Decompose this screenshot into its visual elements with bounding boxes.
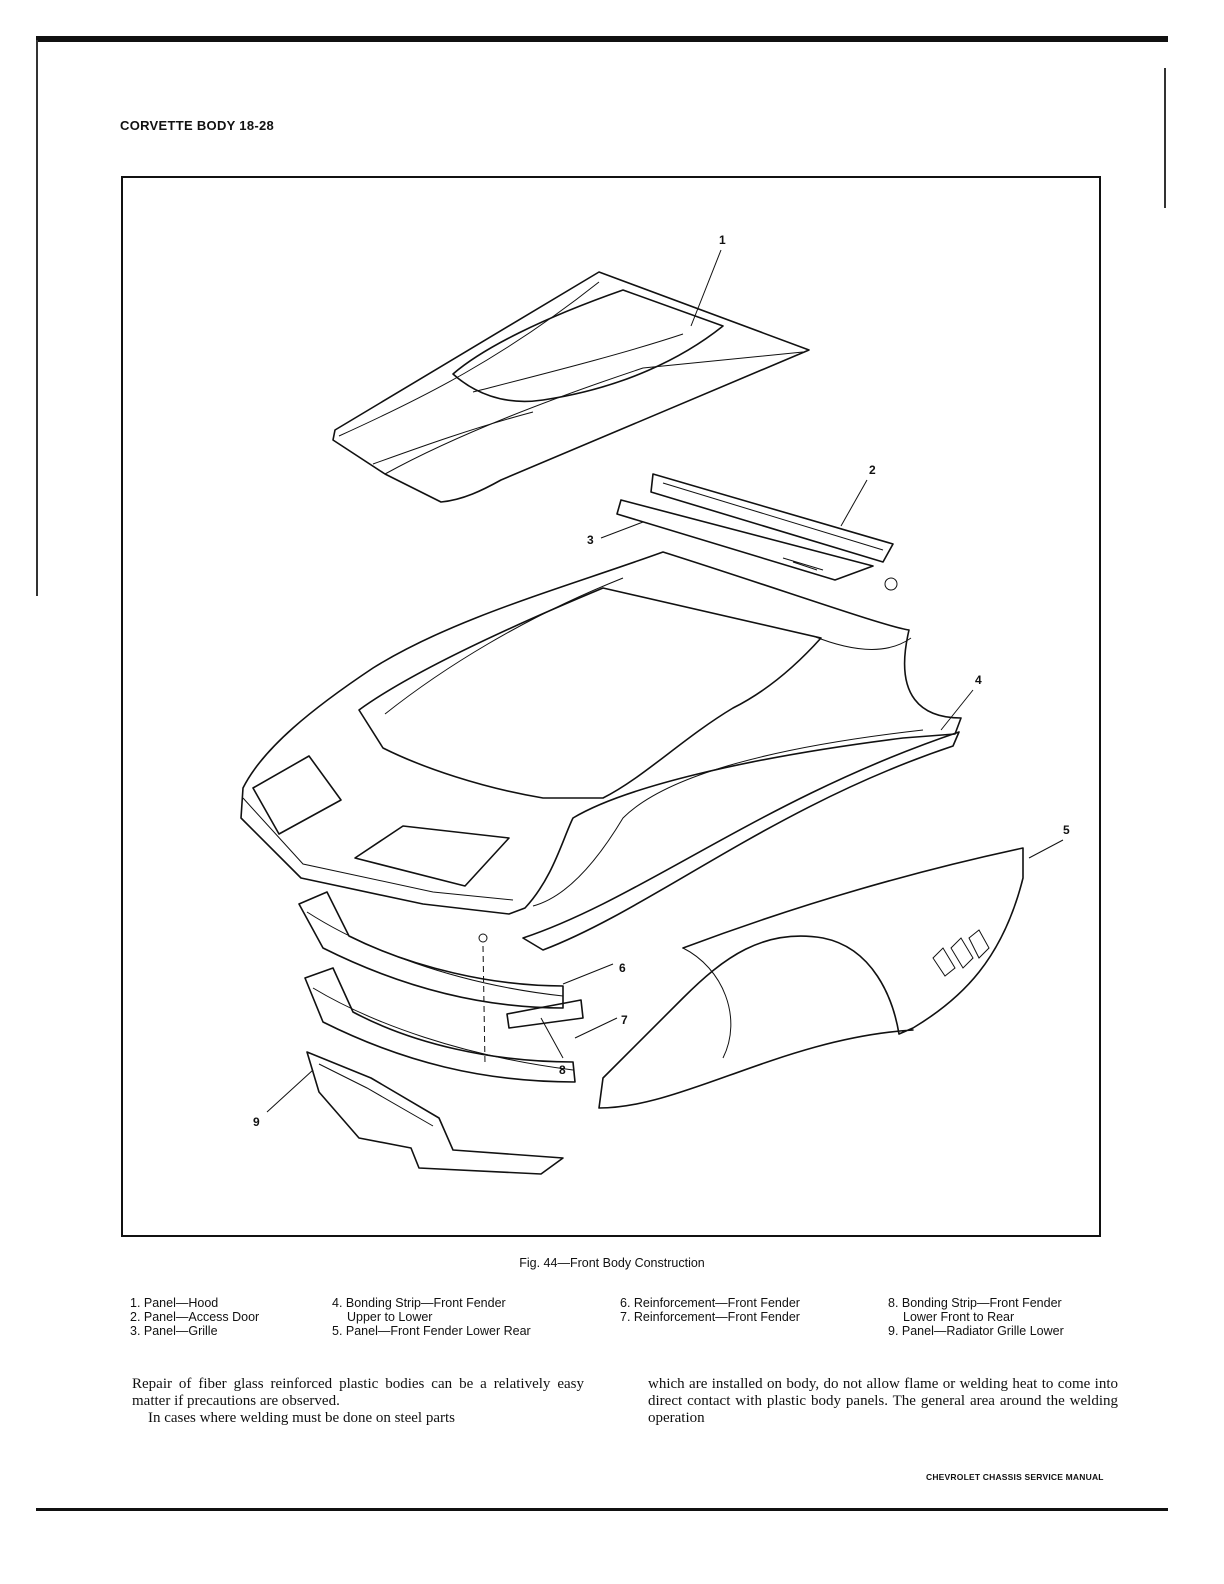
legend-column-2: 4. Bonding Strip—Front Fender Upper to L… xyxy=(332,1296,531,1338)
callout-7: 7 xyxy=(621,1013,628,1027)
grille-lower-panel-drawing xyxy=(306,1051,564,1175)
reinforcement-drawing xyxy=(298,891,576,1083)
front-body-upper-drawing xyxy=(240,551,962,951)
callout-4: 4 xyxy=(975,673,982,687)
legend-item: Lower Front to Rear xyxy=(903,1310,1015,1324)
legend-item: Upper to Lower xyxy=(347,1310,433,1324)
legend-item: 6. Reinforcement—Front Fender xyxy=(620,1296,800,1310)
fastener-icon xyxy=(478,933,488,943)
fastener-path-line xyxy=(482,945,486,1065)
page-header: CORVETTE BODY 18-28 xyxy=(120,118,275,133)
legend-item: 1. Panel—Hood xyxy=(130,1296,219,1310)
callout-leader-lines xyxy=(266,249,1064,1113)
legend-item: 7. Reinforcement—Front Fender xyxy=(620,1310,800,1324)
callout-1: 1 xyxy=(719,233,726,247)
legend-item: 9. Panel—Radiator Grille Lower xyxy=(888,1324,1064,1338)
bottom-rule xyxy=(36,1508,1168,1511)
figure-caption: Fig. 44—Front Body Construction xyxy=(519,1256,705,1270)
legend-item: 8. Bonding Strip—Front Fender xyxy=(888,1296,1062,1310)
body-text-right: which are installed on body, do not allo… xyxy=(648,1376,1118,1427)
page-footer: CHEVROLET CHASSIS SERVICE MANUAL xyxy=(926,1472,1104,1482)
callout-6: 6 xyxy=(619,961,626,975)
bonding-strip-drawing xyxy=(506,999,584,1029)
callout-8: 8 xyxy=(559,1063,566,1077)
callout-2: 2 xyxy=(869,463,876,477)
fender-lower-rear-drawing xyxy=(598,847,1024,1109)
top-rule xyxy=(36,36,1168,42)
legend-item: 4. Bonding Strip—Front Fender xyxy=(332,1296,506,1310)
body-text-left: Repair of fiber glass reinforced plastic… xyxy=(132,1376,584,1427)
legend-item: 5. Panel—Front Fender Lower Rear xyxy=(332,1324,531,1338)
legend-column-4: 8. Bonding Strip—Front Fender Lower Fron… xyxy=(888,1296,1064,1338)
paragraph: Repair of fiber glass reinforced plastic… xyxy=(132,1376,584,1409)
right-margin-line xyxy=(1164,68,1166,208)
legend-item: 3. Panel—Grille xyxy=(130,1324,218,1338)
callout-3: 3 xyxy=(587,533,594,547)
access-door-panel-drawing xyxy=(616,473,898,591)
legend-column-1: 1. Panel—Hood 2. Panel—Access Door 3. Pa… xyxy=(130,1296,259,1338)
exploded-view-illustration: 1 2 3 4 5 6 7 8 9 xyxy=(240,233,1070,1175)
left-margin-line xyxy=(36,40,38,596)
paragraph: In cases where welding must be done on s… xyxy=(148,1410,455,1426)
callout-9: 9 xyxy=(253,1115,260,1129)
legend-column-3: 6. Reinforcement—Front Fender 7. Reinfor… xyxy=(620,1296,800,1324)
callout-5: 5 xyxy=(1063,823,1070,837)
legend-item: 2. Panel—Access Door xyxy=(130,1310,260,1324)
paragraph: which are installed on body, do not allo… xyxy=(648,1376,1118,1426)
figure-frame: 1 2 3 4 5 6 7 8 9 xyxy=(121,176,1101,1237)
hood-panel-drawing xyxy=(332,271,810,503)
